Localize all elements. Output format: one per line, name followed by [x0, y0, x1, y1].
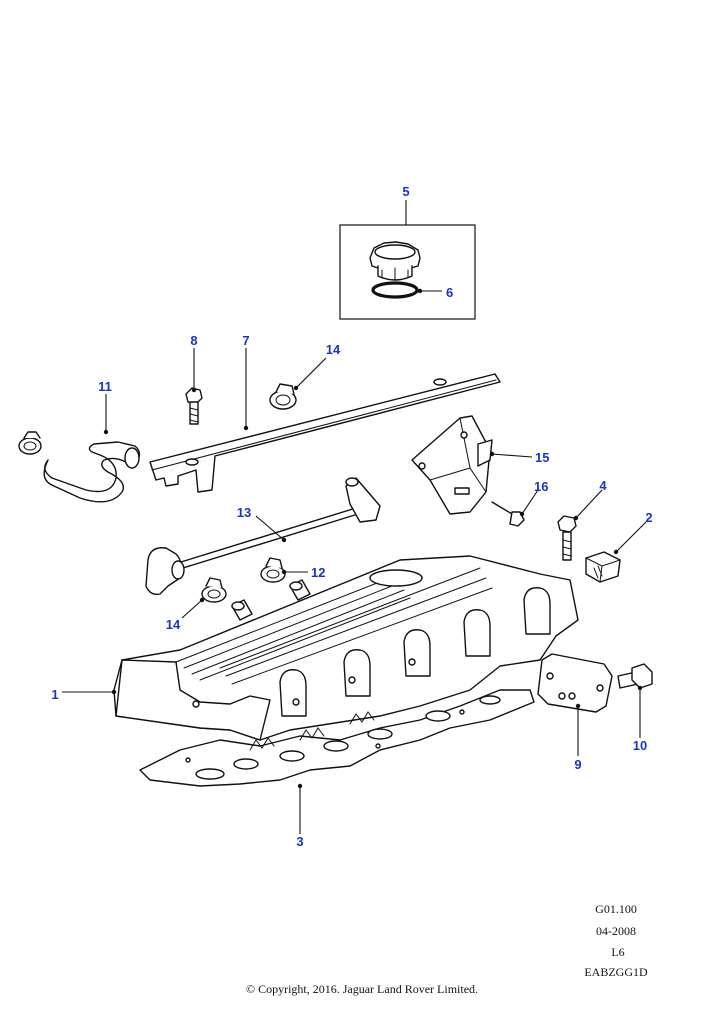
- callout-9: 9: [574, 757, 581, 772]
- callout-6: 6: [446, 285, 453, 300]
- callout-4: 4: [599, 478, 607, 493]
- screw-10: [617, 663, 653, 689]
- diagram-model: L6: [611, 945, 625, 959]
- callout-2: 2: [645, 510, 652, 525]
- diagram-code: EABZGG1D: [584, 965, 648, 979]
- coil-cover-rail: [149, 373, 501, 493]
- callout-11: 11: [98, 379, 112, 394]
- filler-cap-seal: [371, 281, 419, 299]
- hose-clip-top: [269, 383, 297, 410]
- callout-10: 10: [633, 738, 647, 753]
- diagram-reference: G01.100: [595, 902, 637, 916]
- copyright-notice: © Copyright, 2016. Jaguar Land Rover Lim…: [245, 982, 479, 996]
- diagram-date: 04-2008: [596, 924, 636, 938]
- mounting-bracket: [411, 415, 493, 515]
- callout-5: 5: [402, 184, 409, 199]
- callout-14-top: 14: [326, 342, 341, 357]
- leader-lines: [62, 200, 647, 834]
- bolt-8: [185, 387, 203, 425]
- hose-clip-left: [18, 431, 42, 455]
- callout-12: 12: [311, 565, 325, 580]
- callout-7: 7: [242, 333, 249, 348]
- callout-1: 1: [51, 687, 58, 702]
- callout-14-lower: 14: [166, 617, 181, 632]
- callout-13: 13: [237, 505, 251, 520]
- camshaft-cover: [113, 555, 579, 741]
- bolt-4: [557, 515, 577, 561]
- connector-2: [585, 551, 621, 583]
- callout-16: 16: [534, 479, 548, 494]
- bolt-16: [491, 501, 525, 527]
- callout-8: 8: [190, 333, 197, 348]
- camshaft-cover-gasket: [139, 689, 535, 787]
- oil-filler-cap: [369, 241, 421, 281]
- cover-plate: [537, 653, 613, 713]
- hose-clip-lower: [201, 577, 227, 603]
- callout-15: 15: [535, 450, 549, 465]
- elbow-hose: [145, 547, 185, 596]
- hose-clip-12: [260, 557, 286, 583]
- breather-hose: [43, 441, 141, 503]
- callout-3: 3: [296, 834, 303, 849]
